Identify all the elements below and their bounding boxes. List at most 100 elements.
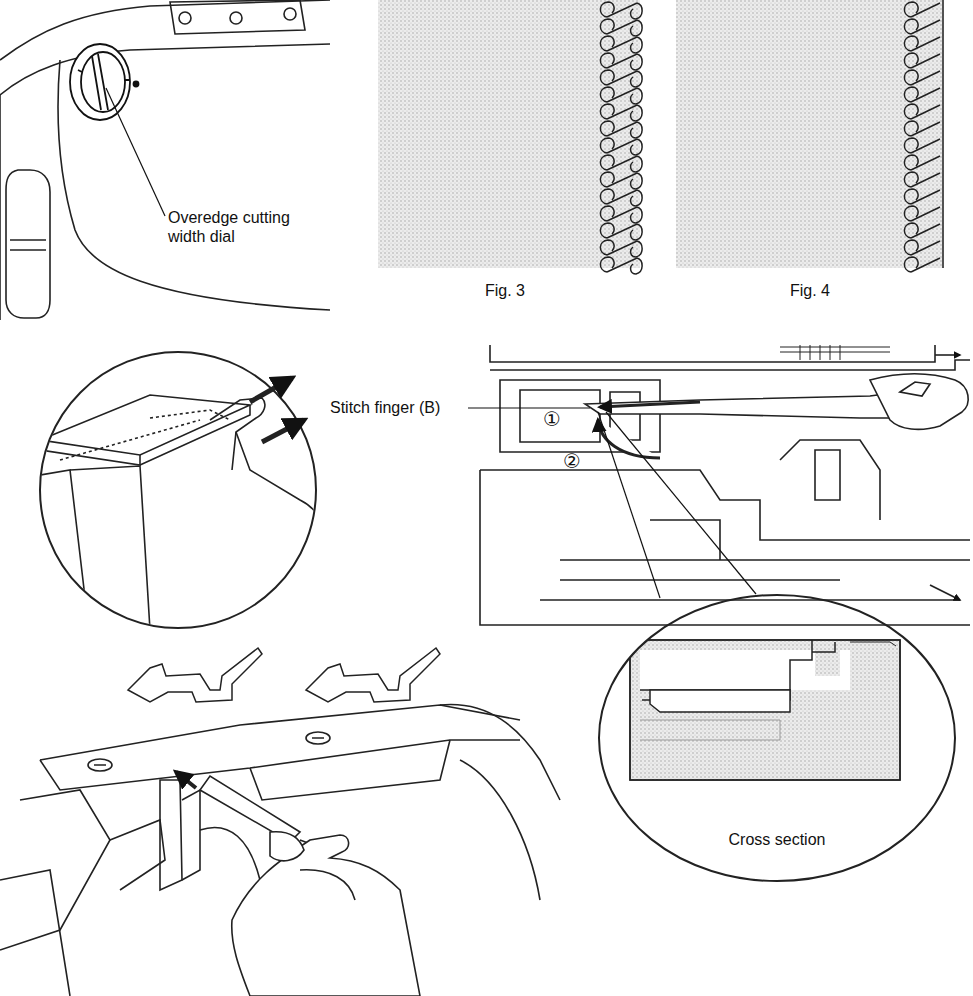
machine-front (0, 870, 70, 996)
machine-front (160, 780, 182, 890)
machine-corner (0, 0, 330, 320)
cross-section-detail (850, 642, 896, 646)
overlock-stitch (904, 257, 940, 272)
machine-top-view (490, 360, 970, 370)
overlock-stitch (600, 240, 642, 257)
overlock-stitch (904, 0, 943, 272)
overlock-stitch (600, 19, 642, 36)
machine-front (0, 704, 560, 996)
machine-corner (0, 95, 1, 320)
overlock-stitch (904, 19, 940, 34)
leader-line (468, 408, 756, 598)
cross-section-detail (812, 642, 835, 652)
machine-corner (0, 0, 330, 60)
magnified-view (262, 420, 304, 442)
machine-top-view (815, 450, 840, 500)
stitch-finger-insert (870, 374, 968, 429)
leader-line (106, 88, 165, 216)
fabric-sample (676, 0, 944, 268)
machine-top-view (780, 347, 890, 352)
overlock-stitch (600, 2, 642, 19)
overlock-stitch (600, 206, 642, 223)
overlock-stitch (600, 104, 642, 121)
cross-section-detail (650, 690, 790, 712)
fabric-sample (676, 0, 944, 268)
machine-front (40, 705, 520, 760)
machine-corner (179, 12, 191, 24)
callout-number: ② (560, 452, 584, 471)
magnified-view (40, 352, 324, 650)
machine-corner (6, 170, 50, 318)
overlock-stitch (904, 155, 940, 170)
part-label: Overedge cutting width dial (168, 208, 318, 246)
detail-callout-circle: Cross section (597, 593, 957, 883)
figure-caption: Fig. 3 (455, 281, 555, 300)
hand (270, 832, 304, 861)
hand (300, 870, 355, 900)
leader-line (606, 412, 756, 594)
overlock-stitch (600, 138, 642, 155)
machine-top-view (650, 520, 720, 560)
overlock-stitch (904, 104, 940, 119)
magnified-view (236, 432, 324, 560)
part-label: Stitch finger (B) (330, 398, 470, 417)
cross-section-detail (630, 640, 900, 780)
hand (176, 772, 196, 788)
overlock-stitch (904, 121, 940, 136)
machine-corner (230, 12, 242, 24)
magnified-view (250, 378, 292, 402)
machine-top-view (935, 354, 960, 356)
magnified-view (60, 420, 200, 460)
overlock-stitch (600, 87, 642, 104)
overlock-stitch (904, 189, 940, 204)
overlock-stitch (600, 172, 642, 189)
overlock-stitch (942, 0, 944, 268)
machine-top-view (560, 560, 970, 580)
overlock-stitch (600, 70, 642, 87)
machine-top-view (490, 345, 935, 362)
machine-top-view (480, 470, 970, 540)
machine-top-view (540, 599, 960, 601)
stitch-finger-insert (585, 374, 968, 458)
cutting-width-dial (70, 44, 139, 120)
machine-top-view (800, 345, 840, 360)
stitch-finger-part (306, 648, 440, 702)
overlock-stitch (600, 36, 642, 53)
leader-line (468, 407, 590, 408)
stitch-finger-insert (585, 392, 900, 418)
machine-corner (284, 8, 296, 20)
cross-section-detail (630, 640, 900, 780)
cross-section-detail (640, 720, 780, 740)
overlock-stitch (904, 53, 940, 68)
hand (176, 772, 420, 996)
cross-section-detail (640, 650, 850, 690)
cutting-width-dial (134, 82, 139, 87)
stitch-finger-insert (900, 382, 930, 396)
cross-section-detail (630, 640, 900, 780)
magnified-view (40, 352, 316, 628)
overlock-stitch (904, 138, 940, 153)
overlock-stitch (600, 223, 642, 240)
fabric-sample (378, 0, 944, 268)
overlock-stitch (904, 36, 940, 51)
figure-caption: Fig. 4 (760, 281, 860, 300)
overlock-stitch (600, 2, 642, 274)
machine-front (440, 704, 560, 800)
overlock-stitch (600, 189, 642, 206)
overlock-stitch (904, 70, 940, 85)
overlock-stitch (600, 155, 642, 172)
callout-caption: Cross section (597, 831, 957, 849)
magnified-view (40, 395, 324, 650)
machine-top-view (780, 440, 880, 520)
magnified-view (40, 470, 90, 650)
magnified-view (40, 395, 250, 455)
leader-line (106, 88, 165, 216)
overlock-stitch (904, 2, 940, 17)
stitch-finger-part (128, 648, 440, 702)
cross-section-detail (630, 640, 900, 780)
overlock-stitch (600, 121, 642, 138)
cutting-width-dial (81, 52, 125, 112)
